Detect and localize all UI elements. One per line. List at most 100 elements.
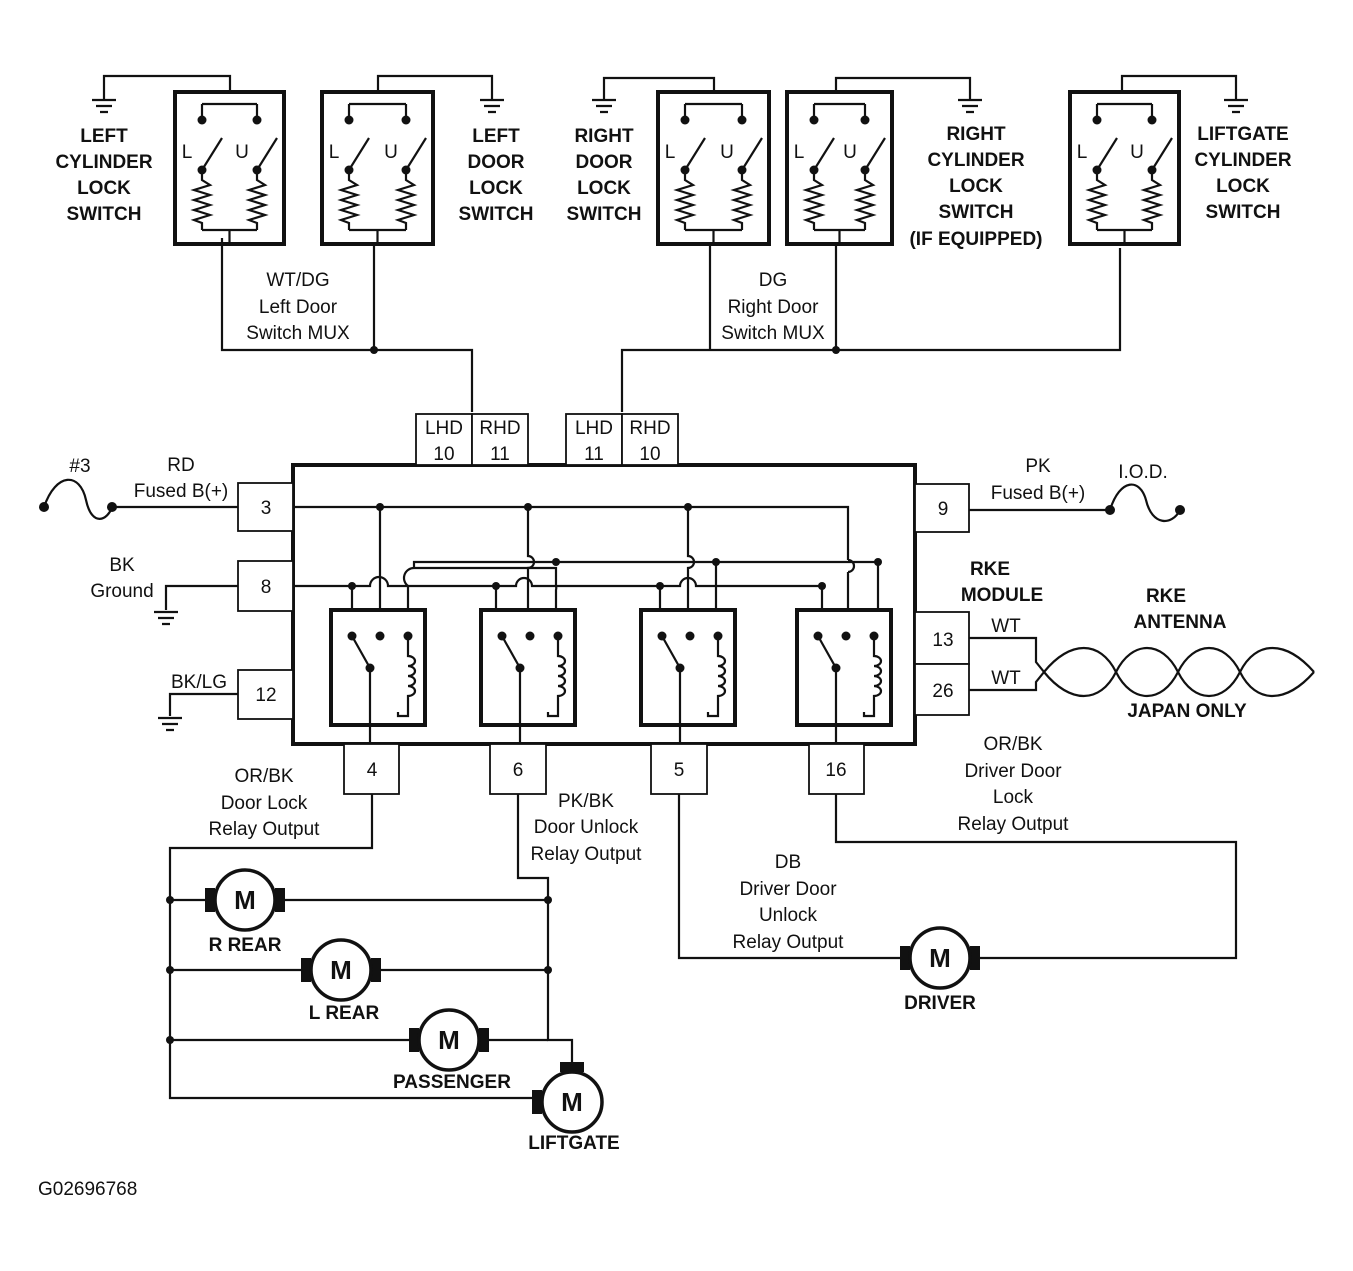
unlock-letter: U xyxy=(720,142,734,163)
right-wiring xyxy=(969,483,1315,697)
unlock-letter: U xyxy=(384,142,398,163)
left-mux-name: Left Door xyxy=(259,297,338,318)
left-mux-desc: Switch MUX xyxy=(246,323,350,344)
lock-output-desc: Relay Output xyxy=(209,819,321,840)
motors: M M M M M xyxy=(205,868,980,1134)
motor-symbol: M xyxy=(330,955,352,985)
motor-symbol: M xyxy=(561,1087,583,1117)
fuse-3-label: #3 xyxy=(69,456,90,477)
relay-2 xyxy=(479,608,577,744)
pin-5: 5 xyxy=(674,760,685,781)
liftgate-cylinder-line1: LIFTGATE xyxy=(1197,124,1288,145)
left-wiring xyxy=(39,478,238,732)
motor-symbol: M xyxy=(234,885,256,915)
right-door-line4: SWITCH xyxy=(567,204,642,225)
japan-only-note: JAPAN ONLY xyxy=(1127,701,1247,722)
pin-lhd-number-2: 11 xyxy=(584,444,604,465)
driver-lock-wire: OR/BK xyxy=(983,734,1042,755)
pin-rhd-number-1: 11 xyxy=(490,444,510,465)
mux-wiring xyxy=(220,238,1122,412)
relays xyxy=(329,608,893,744)
motor-wiring xyxy=(166,794,1238,1100)
bottom-connector-pins: 4 6 5 16 xyxy=(343,743,865,795)
pin-8: 8 xyxy=(261,577,272,598)
driver-label: DRIVER xyxy=(904,993,976,1014)
rd-fused-label: Fused B(+) xyxy=(134,481,229,502)
right-mux-desc: Switch MUX xyxy=(721,323,825,344)
iod-fuse-label: I.O.D. xyxy=(1118,462,1168,483)
r-rear-label: R REAR xyxy=(209,935,282,956)
pin-9: 9 xyxy=(938,499,949,520)
right-cylinder-line5: (IF EQUIPPED) xyxy=(909,229,1042,250)
wt-wire-13: WT xyxy=(991,616,1021,637)
antenna-label-1: RKE xyxy=(1146,586,1186,607)
rd-wire-label: RD xyxy=(167,455,194,476)
right-cylinder-line4: SWITCH xyxy=(939,202,1014,223)
driver-unlock-name: Driver Door xyxy=(739,879,837,900)
pin-6: 6 xyxy=(513,760,524,781)
left-door-line3: LOCK xyxy=(469,178,523,199)
relay-4 xyxy=(795,608,893,744)
liftgate-cylinder-line3: LOCK xyxy=(1216,176,1270,197)
relay-3 xyxy=(639,608,737,744)
left-door-line2: DOOR xyxy=(468,152,525,173)
r-rear-motor: M xyxy=(205,868,285,932)
pin-3: 3 xyxy=(261,498,272,519)
passenger-motor: M xyxy=(409,1008,489,1072)
l-rear-label: L REAR xyxy=(309,1003,380,1024)
left-mux-wire: WT/DG xyxy=(266,270,329,291)
left-cylinder-line4: SWITCH xyxy=(67,204,142,225)
driver-lock-desc: Relay Output xyxy=(958,814,1070,835)
lock-letter: L xyxy=(329,142,340,163)
lock-letter: L xyxy=(182,142,193,163)
relay-1 xyxy=(329,608,427,744)
bottom-labels: OR/BK Door Lock Relay Output PK/BK Door … xyxy=(209,734,1070,1154)
right-cylinder-line2: CYLINDER xyxy=(927,150,1024,171)
left-cylinder-line3: LOCK xyxy=(77,178,131,199)
pin-13: 13 xyxy=(932,630,953,651)
right-door-line2: DOOR xyxy=(576,152,633,173)
right-mux-wire: DG xyxy=(759,270,788,291)
right-cylinder-line3: LOCK xyxy=(949,176,1003,197)
driver-unlock-wire: DB xyxy=(775,852,801,873)
right-mux-name: Right Door xyxy=(728,297,819,318)
pk-fused-label: Fused B(+) xyxy=(991,483,1086,504)
unlock-letter: U xyxy=(1130,142,1144,163)
bklg-wire-label: BK/LG xyxy=(171,672,227,693)
bk-wire-label: BK xyxy=(109,555,135,576)
left-connector-pins: 3 8 12 xyxy=(237,482,294,720)
right-labels: PK Fused B(+) I.O.D. WT WT RKE MODULE RK… xyxy=(961,456,1247,722)
driver-lock-name2: Lock xyxy=(993,787,1034,808)
left-cylinder-line2: CYLINDER xyxy=(55,152,152,173)
pin-lhd-number-1: 10 xyxy=(433,444,454,465)
unlock-letter: U xyxy=(235,142,249,163)
top-connector-pins: LHD 10 RHD 11 LHD 11 RHD 10 xyxy=(415,413,679,466)
pin-16: 16 xyxy=(825,760,846,781)
wt-wire-26: WT xyxy=(991,668,1021,689)
ground-label: Ground xyxy=(90,581,153,602)
antenna-label-2: ANTENNA xyxy=(1134,612,1227,633)
driver-unlock-name2: Unlock xyxy=(759,905,818,926)
driver-lock-name: Driver Door xyxy=(964,761,1062,782)
lock-output-name: Door Lock xyxy=(221,793,308,814)
pin-26: 26 xyxy=(932,681,953,702)
switch-labels: LEFT CYLINDER LOCK SWITCH LEFT DOOR LOCK… xyxy=(55,124,1291,250)
pin-lhd-label-1: LHD xyxy=(425,418,463,439)
pk-wire-label: PK xyxy=(1025,456,1051,477)
driver-unlock-desc: Relay Output xyxy=(733,932,845,953)
passenger-label: PASSENGER xyxy=(393,1072,511,1093)
lock-output-wire: OR/BK xyxy=(234,766,293,787)
left-door-line1: LEFT xyxy=(472,126,520,147)
unlock-output-name: Door Unlock xyxy=(534,817,639,838)
right-door-line1: RIGHT xyxy=(574,126,634,147)
pin-rhd-label-1: RHD xyxy=(479,418,520,439)
pin-rhd-number-2: 10 xyxy=(639,444,660,465)
driver-motor: M xyxy=(900,926,980,990)
unlock-output-wire: PK/BK xyxy=(558,791,614,812)
